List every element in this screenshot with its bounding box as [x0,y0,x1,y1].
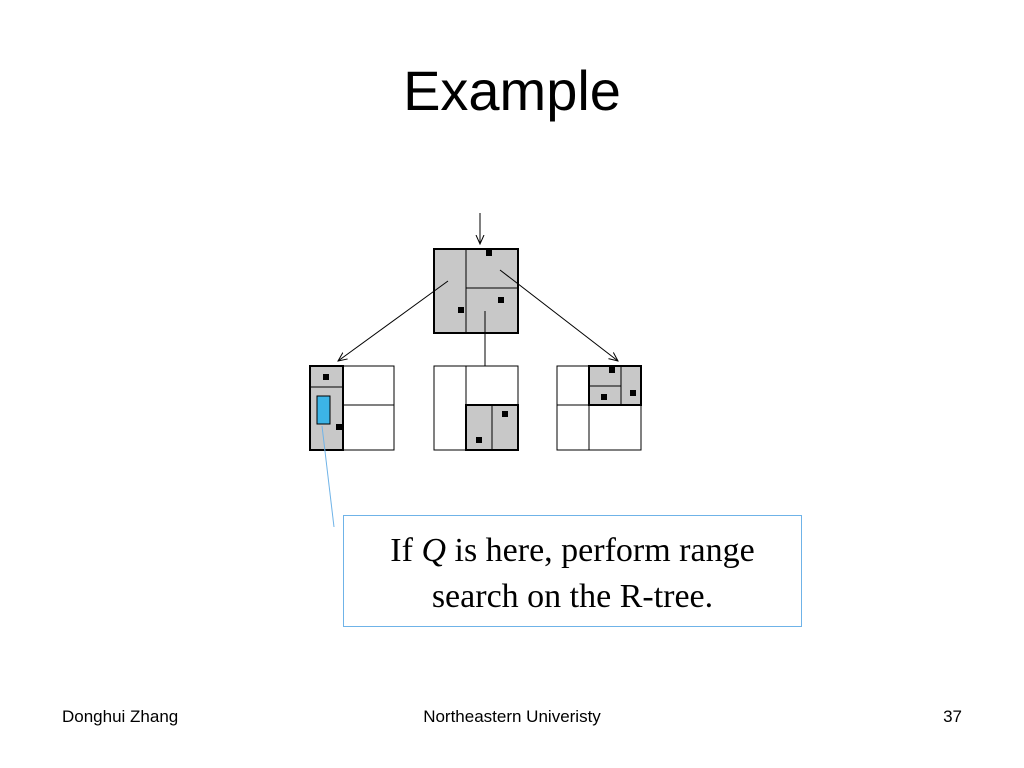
data-point [502,411,508,417]
data-point [458,307,464,313]
slide-title: Example [403,59,621,122]
data-point [498,297,504,303]
callout-box: If Q is here, perform range search on th… [343,515,802,627]
child-arrow-left [338,280,449,361]
data-point [630,390,636,396]
data-point [323,374,329,380]
callout-leader-line [321,425,335,528]
root-node [433,248,519,334]
callout-prefix: If [390,532,422,569]
data-point [601,394,607,400]
callout-line-1: If Q is here, perform range [344,528,801,574]
query-rectangle [316,395,331,425]
footer-author: Donghui Zhang [62,707,179,726]
data-point [609,367,615,373]
child-arrow-right [499,269,618,361]
middle-child-node [433,365,519,451]
left-child-node [309,365,395,451]
data-point [336,424,342,430]
callout-line-1-rest: is here, perform range [446,532,755,569]
callout-line-2: search on the R-tree. [431,578,714,615]
footer-institution: Northeastern Univeristy [423,707,601,726]
callout-variable: Q [421,532,446,569]
data-point [476,437,482,443]
right-child-node [556,365,642,451]
footer-page-number: 37 [943,707,962,726]
data-point [486,250,492,256]
